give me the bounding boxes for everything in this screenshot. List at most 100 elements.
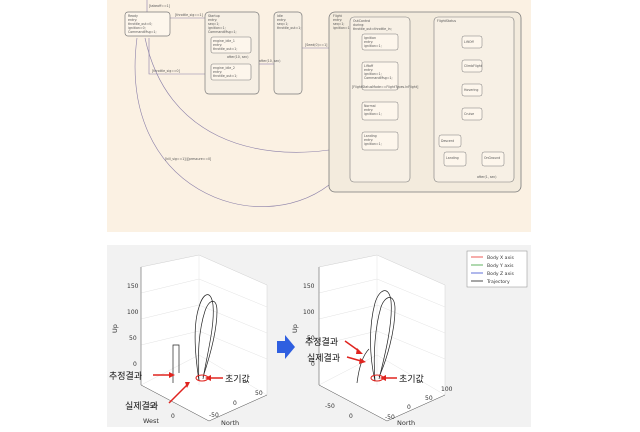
svg-text:seq=1;: seq=1;: [277, 22, 288, 26]
z-tick: 150: [127, 283, 139, 290]
svg-text:OnGround: OnGround: [484, 156, 500, 160]
substate-normal[interactable]: [361, 101, 399, 121]
svg-text:CommandMsg=1;: CommandMsg=1;: [364, 76, 393, 80]
svg-text:-50: -50: [147, 403, 157, 410]
svg-text:after(10, sec): after(10, sec): [259, 59, 280, 63]
z-tick: 0: [133, 361, 137, 368]
svg-text:0: 0: [171, 413, 175, 420]
svg-text:Body Y axis: Body Y axis: [487, 263, 514, 269]
substate-engine-idle-1[interactable]: [210, 36, 252, 54]
svg-text:entry:: entry:: [364, 40, 373, 44]
trajectory-figure: 150 100 50 0 Up -50 0 West -50 0 50 Nort…: [107, 245, 531, 427]
svg-text:Descent: Descent: [441, 139, 455, 143]
svg-text:entry:: entry:: [213, 43, 222, 47]
svg-text:[kill_sig==1]||[pressure==0]: [kill_sig==1]||[pressure==0]: [165, 157, 211, 161]
svg-text:0: 0: [233, 400, 237, 407]
svg-text:throttle_out=throttle_in;: throttle_out=throttle_in;: [353, 27, 392, 31]
north-axis-label: North: [221, 419, 239, 427]
svg-text:throttle_out=1;: throttle_out=1;: [213, 74, 237, 78]
svg-text:50: 50: [425, 395, 433, 402]
svg-text:-50: -50: [325, 403, 335, 410]
svg-text:FlightStatus: FlightStatus: [437, 19, 456, 23]
svg-text:Trajectory: Trajectory: [486, 279, 510, 285]
svg-text:CommandMsg=1;: CommandMsg=1;: [128, 30, 157, 34]
svg-text:ignition=1;: ignition=1;: [364, 112, 382, 116]
svg-text:Idle: Idle: [277, 14, 283, 18]
svg-text:ignition=1;: ignition=1;: [208, 26, 226, 30]
svg-text:ignition=1;: ignition=1;: [364, 44, 382, 48]
svg-text:entry:: entry:: [213, 70, 222, 74]
svg-text:ignition=1;: ignition=1;: [333, 26, 351, 30]
svg-text:Ignition: Ignition: [364, 36, 376, 40]
transition-startup-ready: [148, 38, 205, 75]
svg-text:throttle_out=1;: throttle_out=1;: [277, 26, 301, 30]
plot-before: 150 100 50 0 Up -50 0 West -50 0 50 Nort…: [109, 254, 268, 427]
substate-engine-idle-2[interactable]: [210, 63, 252, 81]
svg-text:Body X axis: Body X axis: [487, 255, 514, 261]
svg-text:Landing: Landing: [446, 156, 459, 160]
state-ready[interactable]: Ready entry: throttle_out=0; ignition=0;…: [124, 11, 171, 37]
svg-text:Normal: Normal: [364, 104, 376, 108]
svg-text:entry:: entry:: [364, 68, 373, 72]
svg-text:LiftOff: LiftOff: [464, 40, 474, 44]
state-ready-name: Ready: [128, 14, 138, 18]
svg-text:Up: Up: [291, 324, 299, 333]
substate-liftoff[interactable]: [361, 61, 399, 91]
svg-text:throttle_out=1;: throttle_out=1;: [213, 47, 237, 51]
svg-text:after(10, sec): after(10, sec): [227, 55, 248, 59]
svg-text:[throttle_sig==0]: [throttle_sig==0]: [152, 69, 180, 73]
substate-landing[interactable]: [361, 131, 399, 151]
svg-text:100: 100: [303, 309, 315, 316]
svg-text:ignition=1;: ignition=1;: [364, 142, 382, 146]
z-tick: 100: [127, 309, 139, 316]
actual-label: 실제결과: [125, 401, 158, 412]
svg-text:Liftoff: Liftoff: [364, 64, 374, 68]
transition-flight-ready: [144, 37, 330, 153]
svg-text:Hovering: Hovering: [464, 88, 478, 92]
svg-text:50: 50: [307, 335, 315, 342]
transition-arrow: [277, 335, 295, 359]
svg-text:after(1, sec): after(1, sec): [477, 175, 496, 179]
state-flight[interactable]: Flight entry: seq=1; ignition=1; OutCont…: [328, 11, 522, 193]
label-top-transition: [takeoff==1]: [149, 4, 170, 8]
svg-text:entry:: entry:: [208, 18, 217, 22]
svg-text:[Seed(0)==1]: [Seed(0)==1]: [305, 43, 327, 47]
svg-text:OutControl: OutControl: [353, 19, 370, 23]
z-axis-label: Up: [111, 324, 119, 333]
svg-text:[throttle_sig==1]: [throttle_sig==1]: [175, 13, 203, 17]
stateflow-canvas: Ready entry: throttle_out=0; ignition=0;…: [124, 0, 522, 207]
svg-text:추정결과: 추정결과: [305, 337, 338, 348]
svg-text:entry:: entry:: [128, 18, 137, 22]
svg-text:entry:: entry:: [364, 138, 373, 142]
substate-ignition[interactable]: [361, 33, 399, 51]
svg-text:entry:: entry:: [364, 108, 373, 112]
plot-after: 150 100 50 0 Up -50 0 -50 0 50 100 North…: [291, 250, 528, 427]
svg-text:ClimbFlight: ClimbFlight: [464, 64, 483, 68]
svg-text:ignition=0;: ignition=0;: [128, 26, 146, 30]
estimate-label: 추정결과: [109, 371, 142, 382]
svg-text:engine_idle_1: engine_idle_1: [213, 39, 235, 43]
state-startup[interactable]: Startup entry: seq=1; ignition=1; Comman…: [204, 11, 260, 95]
svg-text:seq=1;: seq=1;: [333, 22, 344, 26]
state-idle[interactable]: Idle entry: seq=1; throttle_out=1;: [273, 11, 303, 95]
svg-text:Landing: Landing: [364, 134, 377, 138]
svg-text:during:: during:: [353, 23, 364, 27]
svg-text:Body Z axis: Body Z axis: [487, 271, 514, 277]
svg-text:0: 0: [349, 413, 353, 420]
west-axis-label: West: [143, 417, 159, 425]
svg-text:throttle_out=0;: throttle_out=0;: [128, 22, 152, 26]
svg-text:engine_idle_2: engine_idle_2: [213, 66, 235, 70]
svg-text:seq=1;: seq=1;: [208, 22, 219, 26]
svg-text:150: 150: [303, 283, 315, 290]
svg-text:실제결과: 실제결과: [307, 353, 340, 364]
svg-text:entry:: entry:: [277, 18, 286, 22]
z-tick: 50: [129, 335, 137, 342]
svg-text:Startup: Startup: [208, 14, 220, 18]
svg-text:ignition=1;: ignition=1;: [364, 72, 382, 76]
svg-text:North: North: [397, 419, 415, 427]
svg-text:0: 0: [311, 361, 315, 368]
svg-text:Flight: Flight: [333, 14, 343, 18]
svg-text:100: 100: [441, 386, 453, 393]
initial-label: 초기값: [225, 373, 250, 385]
svg-text:-50: -50: [385, 414, 395, 421]
